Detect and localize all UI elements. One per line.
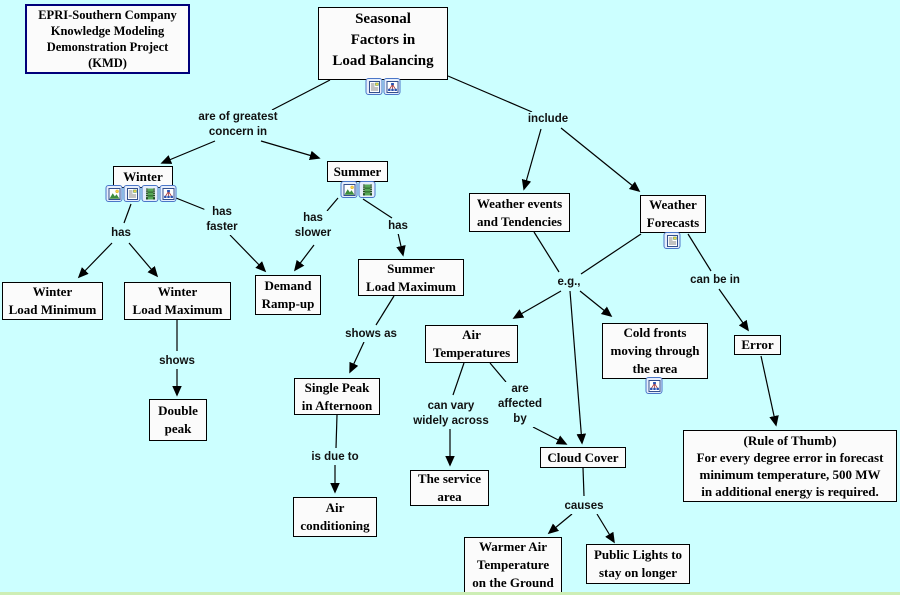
link-label-shows[interactable]: shows xyxy=(157,354,197,369)
node-air-temperatures[interactable]: Air Temperatures xyxy=(425,325,518,363)
node-weather-forecasts[interactable]: Weather Forecasts xyxy=(640,195,706,233)
node-seasonal-factors[interactable]: Seasonal Factors in Load Balancing xyxy=(318,7,448,80)
node-weather-events[interactable]: Weather events and Tendencies xyxy=(469,193,570,232)
link-label-are-of-greatest-concern-in[interactable]: are of greatest concern in xyxy=(196,110,280,140)
project-title-box[interactable]: EPRI-Southern Company Knowledge Modeling… xyxy=(25,4,190,74)
node-winter-load-maximum[interactable]: Winter Load Maximum xyxy=(124,282,231,320)
node-warmer-air[interactable]: Warmer Air Temperature on the Ground xyxy=(464,537,562,593)
image-icon[interactable] xyxy=(105,185,123,202)
link-label-can-vary[interactable]: can vary widely across xyxy=(411,399,491,429)
link-label-is-due-to[interactable]: is due to xyxy=(309,450,361,465)
link-label-has-winter[interactable]: has xyxy=(109,226,133,241)
bottom-edge-strip xyxy=(0,592,900,595)
video-icon[interactable] xyxy=(141,185,159,202)
document-icon[interactable] xyxy=(663,232,681,249)
link-label-include[interactable]: include xyxy=(525,112,571,127)
image-icon[interactable] xyxy=(340,181,358,198)
node-cloud-cover[interactable]: Cloud Cover xyxy=(540,447,626,468)
link-label-has-slower[interactable]: has slower xyxy=(292,211,334,241)
cmap-icon[interactable] xyxy=(383,78,401,95)
node-summer[interactable]: Summer xyxy=(327,161,388,182)
node-cold-fronts[interactable]: Cold fronts moving through the area xyxy=(602,323,708,379)
node-rule-of-thumb[interactable]: (Rule of Thumb) For every degree error i… xyxy=(683,430,897,502)
resource-icons-winter xyxy=(105,185,177,202)
link-label-can-be-in[interactable]: can be in xyxy=(688,273,742,288)
document-icon[interactable] xyxy=(365,78,383,95)
node-winter-load-minimum[interactable]: Winter Load Minimum xyxy=(2,282,103,320)
link-label-are-affected-by[interactable]: are affected by xyxy=(495,382,545,427)
node-public-lights[interactable]: Public Lights to stay on longer xyxy=(586,544,690,584)
node-winter[interactable]: Winter xyxy=(113,166,173,188)
node-single-peak[interactable]: Single Peak in Afternoon xyxy=(294,378,380,415)
node-demand-ramp-up[interactable]: Demand Ramp-up xyxy=(255,275,321,315)
cmap-icon[interactable] xyxy=(645,377,663,394)
link-label-has-faster[interactable]: has faster xyxy=(204,205,240,235)
resource-icons-summer xyxy=(340,181,376,198)
cmap-icon[interactable] xyxy=(159,185,177,202)
node-summer-load-maximum[interactable]: Summer Load Maximum xyxy=(358,259,464,296)
link-label-has-summer[interactable]: has xyxy=(386,219,410,234)
resource-icons-seasonal xyxy=(365,78,401,95)
node-service-area[interactable]: The service area xyxy=(410,470,489,506)
link-label-causes[interactable]: causes xyxy=(562,499,606,514)
link-label-eg[interactable]: e.g., xyxy=(555,275,583,290)
resource-icons-cold-fronts xyxy=(645,377,663,394)
document-icon[interactable] xyxy=(123,185,141,202)
video-icon[interactable] xyxy=(358,181,376,198)
node-error[interactable]: Error xyxy=(734,335,781,355)
link-label-shows-as[interactable]: shows as xyxy=(343,327,399,342)
node-double-peak[interactable]: Double peak xyxy=(149,399,207,441)
node-air-conditioning[interactable]: Air conditioning xyxy=(293,497,377,537)
resource-icons-forecasts xyxy=(663,232,681,249)
